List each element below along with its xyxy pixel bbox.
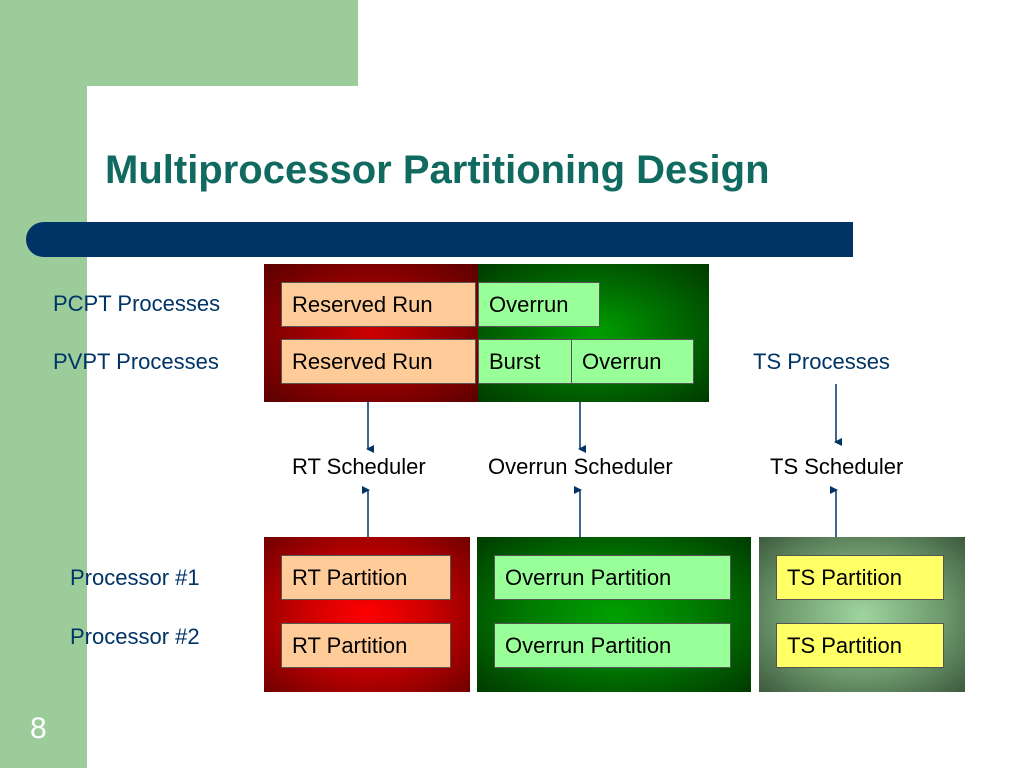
title-underline-bar (26, 222, 853, 257)
pvpt-reserved-run-box: Reserved Run (281, 339, 476, 384)
pcpt-reserved-run-box: Reserved Run (281, 282, 476, 327)
ts-scheduler-label: TS Scheduler (770, 454, 904, 479)
overrun-partition-box-1: Overrun Partition (494, 555, 731, 600)
processor-2-label: Processor #2 (70, 624, 200, 649)
title-underline-cap (836, 222, 853, 257)
sidebar-background (0, 0, 87, 768)
processor-1-label: Processor #1 (70, 565, 200, 590)
pcpt-overrun-box: Overrun (478, 282, 600, 327)
pvpt-burst-box: Burst (478, 339, 572, 384)
rt-partition-box-2: RT Partition (281, 623, 451, 668)
pcpt-processes-label: PCPT Processes (53, 291, 221, 316)
rt-scheduler-label: RT Scheduler (292, 454, 426, 479)
slide-number: 8 (30, 712, 47, 745)
ts-processes-label: TS Processes (753, 349, 890, 374)
rt-partition-box-1: RT Partition (281, 555, 451, 600)
ts-partition-box-2: TS Partition (776, 623, 944, 668)
ts-partition-box-1: TS Partition (776, 555, 944, 600)
pvpt-processes-label: PVPT Processes (53, 349, 219, 374)
overrun-partition-box-2: Overrun Partition (494, 623, 731, 668)
overrun-scheduler-label: Overrun Scheduler (488, 454, 673, 479)
pvpt-overrun-box: Overrun (571, 339, 694, 384)
slide-title: Multiprocessor Partitioning Design (105, 148, 770, 192)
header-corner-background (0, 0, 358, 86)
